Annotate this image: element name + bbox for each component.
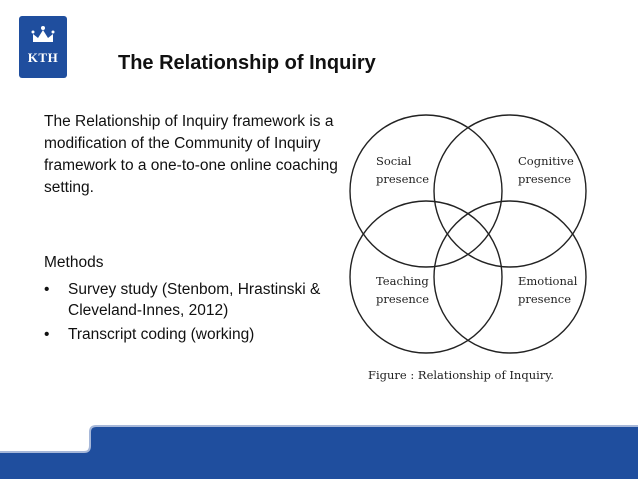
cognitive-circle (433, 114, 587, 268)
emotional-circle (433, 200, 587, 354)
social-label-line2: presence (376, 172, 429, 186)
venn-diagram: Social presence Cognitive presence Teach… (349, 114, 587, 354)
methods-list: • Survey study (Stenbom, Hrastinski & Cl… (44, 279, 354, 348)
slide-title: The Relationship of Inquiry (118, 52, 376, 74)
teaching-label-line2: presence (376, 292, 429, 306)
bullet-icon: • (44, 326, 50, 343)
methods-heading: Methods (44, 254, 104, 271)
bullet-text: Survey study (Stenbom, Hrastinski & Clev… (68, 281, 321, 319)
logo-text: KTH (27, 50, 59, 65)
teaching-label-line1: Teaching (376, 274, 429, 288)
list-item: • Transcript coding (working) (44, 324, 354, 345)
list-item: • Survey study (Stenbom, Hrastinski & Cl… (44, 279, 354, 321)
figure-caption: Figure : Relationship of Inquiry. (368, 368, 554, 382)
bullet-text: Transcript coding (working) (68, 326, 255, 343)
teaching-circle (349, 200, 503, 354)
bullet-icon: • (44, 281, 50, 298)
cognitive-label-line1: Cognitive (518, 154, 574, 168)
crown-icon (31, 26, 55, 42)
emotional-label-line2: presence (518, 292, 571, 306)
kth-logo: KTH (19, 16, 67, 78)
intro-paragraph: The Relationship of Inquiry framework is… (44, 113, 338, 196)
social-circle (349, 114, 503, 268)
cognitive-label-line2: presence (518, 172, 571, 186)
emotional-label-line1: Emotional (518, 274, 578, 288)
social-label-line1: Social (376, 154, 412, 168)
